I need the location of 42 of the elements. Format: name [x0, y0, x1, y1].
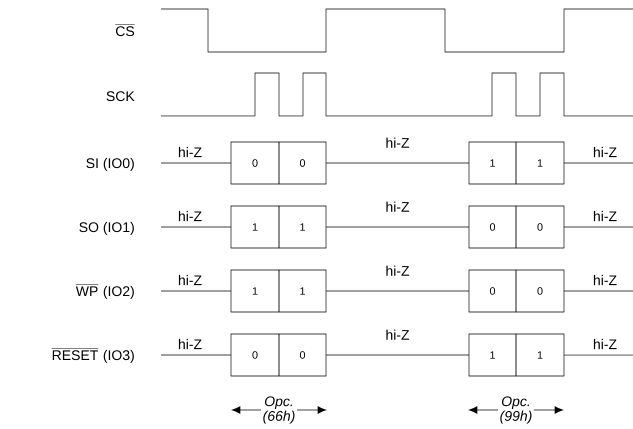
bit-cell: 1: [278, 270, 326, 312]
bit-cell: 1: [468, 334, 516, 376]
hi-z-line: [326, 226, 469, 228]
signal-name: SI (IO0): [86, 158, 134, 171]
bit-cell: 0: [278, 334, 326, 376]
bit-cell: 1: [468, 142, 516, 184]
signal-name: (IO3): [104, 350, 134, 363]
bit-cell: 0: [278, 142, 326, 184]
edge-label: hi-Z: [386, 138, 410, 148]
bit-cell: 1: [230, 206, 280, 248]
state-label: hi-Z: [178, 210, 202, 222]
signal-name: SO (IO1): [79, 222, 134, 235]
edge-label: hi-Z: [386, 202, 410, 212]
edge-label: hi-Z: [386, 330, 410, 340]
bit-cell: 1: [230, 270, 280, 312]
state-label: hi-Z: [594, 146, 617, 158]
signal-name: (IO2): [104, 286, 134, 299]
state-label: hi-Z: [178, 338, 202, 350]
signal-name: RESET: [51, 348, 99, 360]
state-label: hi-Z: [594, 274, 617, 286]
state-label: hi-Z: [594, 338, 617, 350]
bit-cell: 1: [278, 206, 326, 248]
state-label: hi-Z: [594, 210, 617, 222]
bit-cell: 0: [230, 334, 280, 376]
bit-cell: 1: [516, 334, 564, 376]
edge-label: hi-Z: [386, 266, 410, 276]
bit-cell: 0: [516, 206, 564, 248]
hi-z-line: [326, 162, 469, 164]
hi-z-line: [326, 290, 469, 292]
bit-cell: 0: [468, 206, 516, 248]
state-label: hi-Z: [178, 146, 202, 158]
bit-cell: 0: [468, 270, 516, 312]
state-label: hi-Z: [178, 274, 202, 286]
bit-cell: 0: [230, 142, 280, 184]
signal-name: CS: [115, 24, 136, 36]
signal-name: WP: [76, 284, 99, 296]
signal-name: SCK: [106, 91, 135, 102]
opcode-label: Opc. (66h): [263, 396, 294, 424]
bit-cell: 1: [516, 142, 564, 184]
bit-cell: 0: [516, 270, 564, 312]
opcode-label: Opc. (99h): [500, 396, 532, 424]
hi-z-line: [326, 354, 469, 356]
